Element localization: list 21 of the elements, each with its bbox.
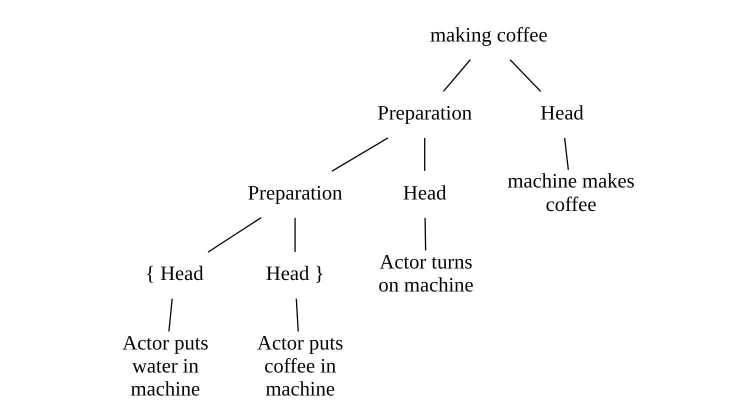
- node-text: Actor puts water in machine: [122, 332, 208, 401]
- connector: [424, 218, 426, 250]
- connector: [563, 138, 568, 170]
- node-text: Head: [540, 102, 584, 125]
- connector: [442, 59, 470, 92]
- connector: [207, 217, 261, 253]
- node-text: making coffee: [430, 24, 548, 46]
- node-text: Head }: [265, 263, 324, 286]
- node-text: Head: [402, 182, 446, 204]
- node-text: Actor turns on machine: [378, 252, 474, 297]
- connector: [424, 138, 425, 171]
- connector: [294, 218, 296, 252]
- node-text: Preparation: [247, 182, 342, 204]
- node-text: Preparation: [376, 102, 472, 125]
- connector: [331, 137, 388, 172]
- node-text: Actor puts coffee in machine: [256, 332, 343, 401]
- connector: [295, 298, 298, 332]
- connector: [509, 59, 541, 92]
- node-text: { Head: [144, 263, 204, 286]
- connector: [168, 298, 172, 332]
- node-text: machine makes coffee: [507, 170, 634, 216]
